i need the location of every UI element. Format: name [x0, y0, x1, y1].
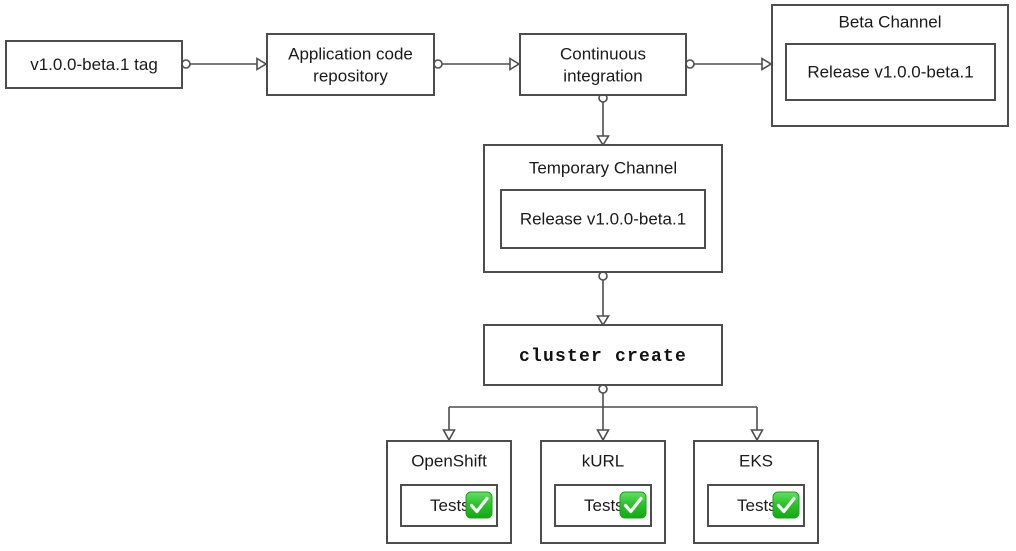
check-mark-button-icon	[619, 491, 647, 519]
node-openshift-title: OpenShift	[411, 451, 487, 470]
node-repo-label-line1: Application code	[288, 44, 413, 63]
edge-ci-to-beta-channel	[685, 57, 773, 71]
check-mark-button-icon	[465, 491, 493, 519]
edge-ci-to-temporary-channel	[596, 93, 610, 147]
edge-temporary-channel-to-cluster-create	[596, 271, 610, 327]
node-cluster-create-label: cluster create	[519, 347, 687, 367]
node-eks-tests-label: Tests	[737, 496, 777, 515]
node-repo-label-line2: repository	[313, 66, 388, 85]
node-tag-label: v1.0.0-beta.1 tag	[30, 55, 158, 74]
node-beta-channel-release-box[interactable]	[785, 43, 996, 101]
node-tag[interactable]: v1.0.0-beta.1 tag	[5, 40, 183, 89]
node-application-code-repository[interactable]: Application code repository	[266, 33, 435, 96]
node-ci-label-line1: Continuous	[560, 44, 646, 63]
node-temporary-channel[interactable]: Temporary Channel Release v1.0.0-beta.1	[483, 144, 723, 273]
node-temporary-channel-title: Temporary Channel	[529, 158, 677, 177]
node-eks[interactable]: EKS Tests	[693, 440, 819, 544]
node-kurl-title: kURL	[582, 451, 625, 470]
node-kurl[interactable]: kURL Tests	[540, 440, 666, 544]
node-openshift[interactable]: OpenShift Tests	[386, 440, 512, 544]
node-ci-label-line2: integration	[563, 66, 642, 85]
node-beta-channel[interactable]: Beta Channel Release v1.0.0-beta.1	[771, 4, 1009, 127]
edge-tag-to-repo	[181, 57, 268, 71]
node-kurl-tests-label: Tests	[584, 496, 624, 515]
check-mark-button-icon	[772, 491, 800, 519]
edge-cluster-create-to-targets	[442, 384, 764, 442]
node-temporary-channel-release-label: Release v1.0.0-beta.1	[520, 209, 686, 228]
node-temporary-channel-release-box[interactable]	[500, 189, 706, 249]
node-cluster-create[interactable]: cluster create	[483, 324, 723, 386]
node-beta-channel-title: Beta Channel	[838, 12, 941, 31]
node-continuous-integration[interactable]: Continuous integration	[519, 33, 687, 96]
edge-repo-to-ci	[433, 57, 521, 71]
node-beta-channel-release-label: Release v1.0.0-beta.1	[807, 62, 973, 81]
node-eks-title: EKS	[739, 451, 773, 470]
node-openshift-tests-label: Tests	[430, 496, 470, 515]
